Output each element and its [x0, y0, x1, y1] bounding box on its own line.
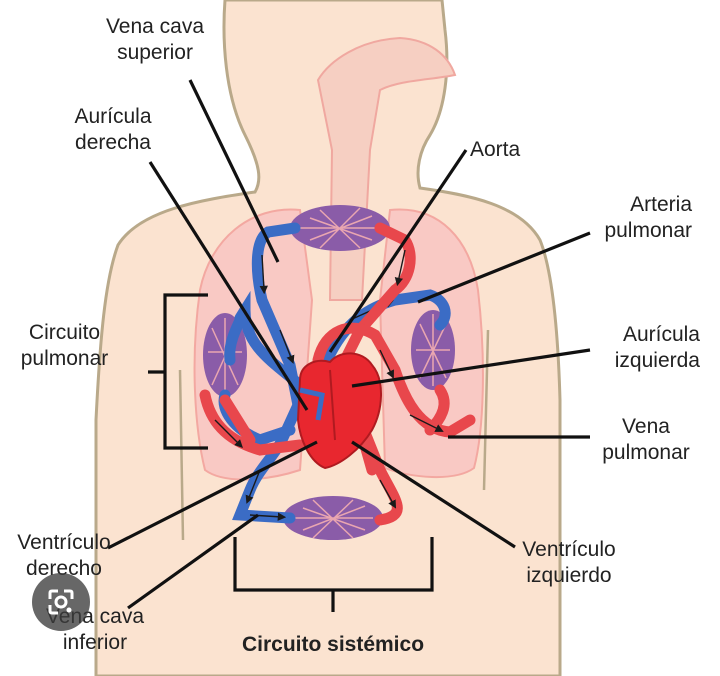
heart — [296, 352, 382, 470]
label-circuito-sistemico: Circuito sistémico — [241, 633, 425, 656]
label-vena-pulmonar: Vena pulmonar — [602, 415, 690, 464]
red-flow-arrows — [214, 249, 444, 509]
leader-lines — [107, 79, 591, 610]
capillary-bed-upper — [290, 205, 390, 251]
label-vena-cava-superior: Vena cava superior — [105, 15, 205, 64]
label-ventriculo-izquierdo: Ventrículo izquierdo — [522, 538, 616, 587]
label-arteria-pulmonar: Arteria pulmonar — [604, 193, 692, 242]
google-lens-icon[interactable] — [32, 573, 90, 631]
capillary-bed-right-lung — [411, 310, 455, 390]
label-circuito-pulmonar: Circuito pulmonar — [20, 321, 109, 370]
label-auricula-derecha: Aurícula derecha — [74, 105, 152, 154]
bracket-circuito-pulmonar — [148, 293, 208, 450]
bracket-circuito-sistemico — [233, 537, 434, 612]
capillary-bed-lower — [283, 496, 383, 540]
label-aorta: Aorta — [470, 138, 521, 161]
label-ventriculo-derecho: Ventrículo derecho — [17, 531, 111, 580]
label-auricula-izquierda: Aurícula izquierda — [614, 323, 700, 372]
lens-glyph — [48, 589, 74, 615]
